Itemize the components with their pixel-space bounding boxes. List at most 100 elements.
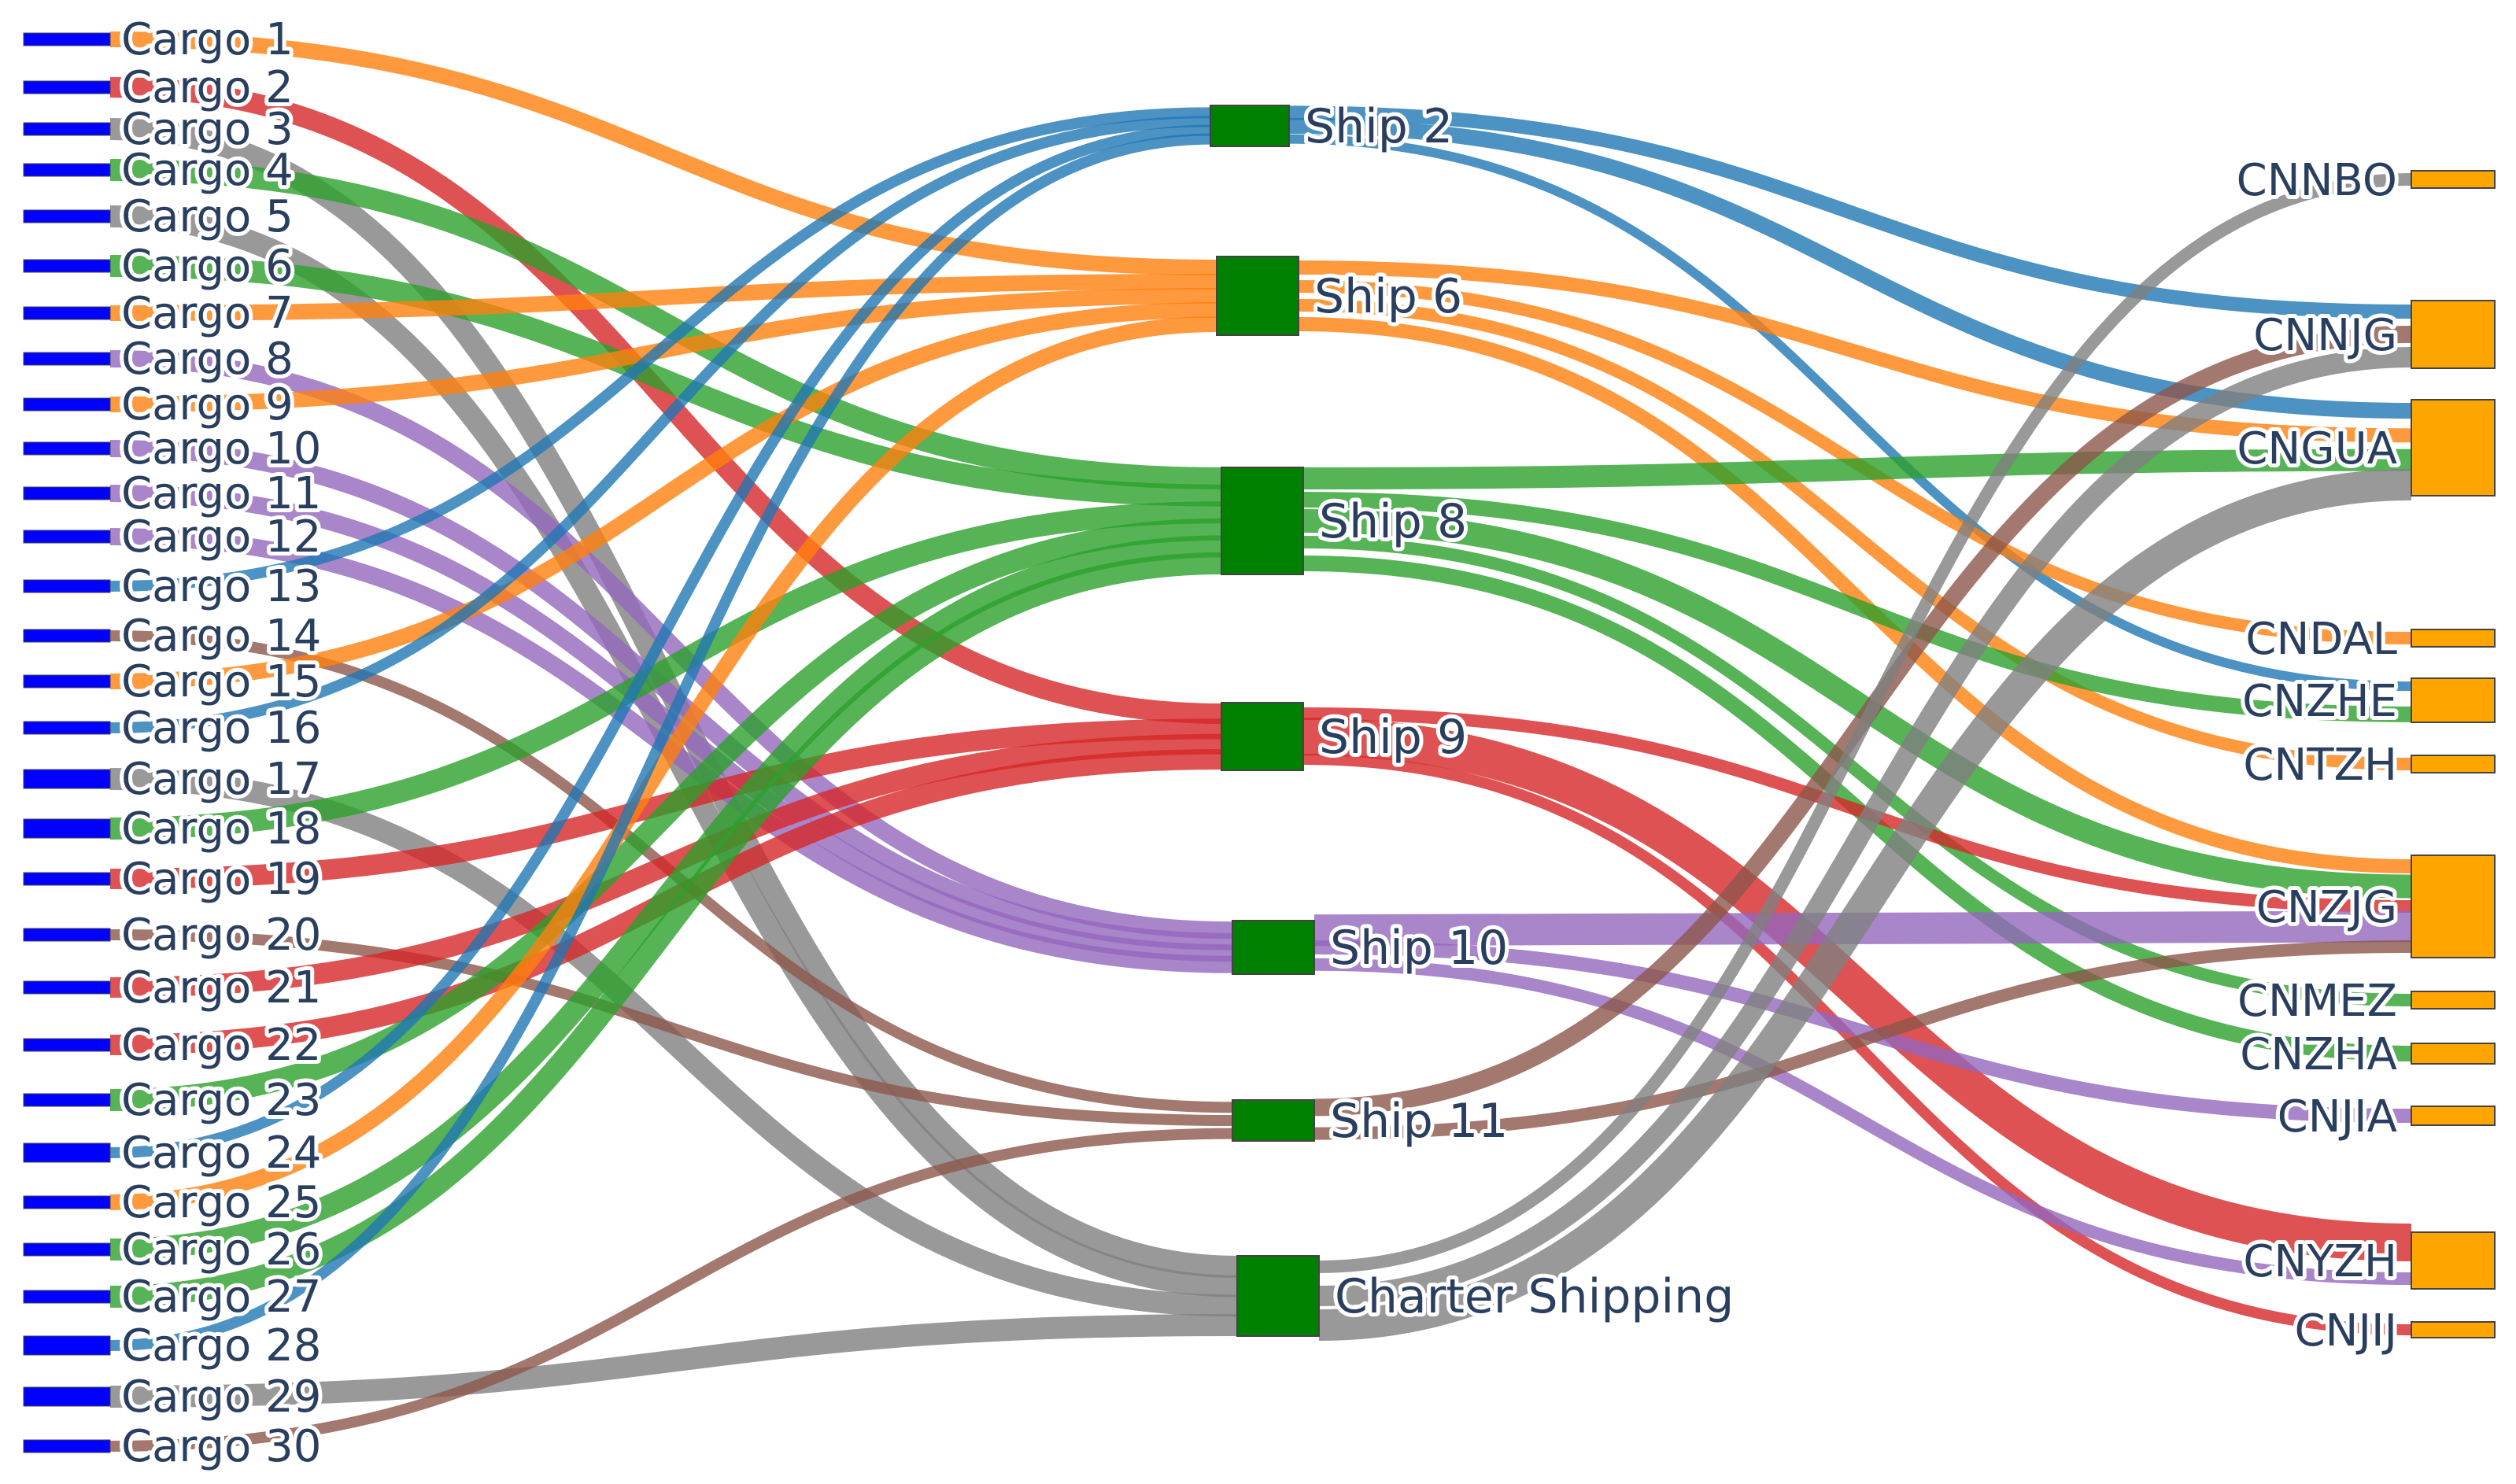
port-label-cnjij: CNJIJ: [2294, 1305, 2397, 1357]
cargo-label-16: Cargo 16: [121, 703, 321, 754]
port-node-cnjia[interactable]: [2411, 1106, 2496, 1126]
cargo-node-5[interactable]: [23, 209, 111, 223]
port-node-cnzha[interactable]: [2411, 1043, 2496, 1065]
link-cargo-25-to-ship-6: [109, 316, 1217, 1210]
link-ship-2-to-cnzhe: [1288, 134, 2412, 692]
port-label-cnnbo: CNNBO: [2237, 155, 2397, 206]
ship-label-ship-2: Ship 2: [1305, 99, 1453, 154]
link-cargo-30-to-ship-11: [109, 1128, 1233, 1452]
port-node-cngua[interactable]: [2411, 399, 2496, 497]
cargo-label-21: Cargo 21: [121, 962, 321, 1013]
port-node-cnjij[interactable]: [2411, 1321, 2496, 1338]
port-label-cnzjg: CNZJG: [2256, 882, 2397, 933]
cargo-node-11[interactable]: [23, 486, 111, 500]
cargo-node-20[interactable]: [23, 928, 111, 942]
link-cargo-26-to-ship-8: [109, 535, 1222, 1261]
link-cargo-2-to-ship-9: [109, 77, 1222, 724]
ship-node-ship-10[interactable]: [1232, 920, 1315, 975]
ship-node-ship-8[interactable]: [1221, 467, 1304, 575]
ship-node-charter-shipping[interactable]: [1236, 1255, 1320, 1337]
port-label-cnnjg: CNNJG: [2253, 310, 2397, 361]
link-cargo-1-to-ship-6: [109, 31, 1217, 275]
cargo-node-25[interactable]: [23, 1195, 111, 1209]
cargo-label-20: Cargo 20: [121, 910, 321, 961]
cargo-node-18[interactable]: [23, 818, 111, 839]
ship-node-ship-9[interactable]: [1221, 702, 1304, 771]
cargo-node-22[interactable]: [23, 1038, 111, 1052]
port-label-cngua: CNGUA: [2237, 423, 2397, 474]
cargo-node-7[interactable]: [23, 306, 111, 320]
ship-label-ship-6: Ship 6: [1314, 269, 1462, 324]
link-ship-11-to-cnzjg: [1313, 940, 2412, 1140]
cargo-node-17[interactable]: [23, 769, 111, 789]
cargo-node-6[interactable]: [23, 259, 111, 273]
flow-nodes: [23, 32, 2496, 1453]
link-ship-10-to-cnjia: [1313, 940, 2412, 1123]
cargo-label-25: Cargo 25: [121, 1177, 321, 1228]
cargo-node-4[interactable]: [23, 163, 111, 177]
ship-node-ship-2[interactable]: [1210, 105, 1290, 147]
cargo-node-27[interactable]: [23, 1290, 111, 1304]
cargo-node-3[interactable]: [23, 122, 111, 136]
port-label-cntzh: CNTZH: [2243, 740, 2397, 791]
port-label-cnmez: CNMEZ: [2237, 976, 2397, 1027]
port-node-cntzh[interactable]: [2411, 755, 2496, 773]
cargo-node-1[interactable]: [23, 32, 111, 46]
ship-label-ship-9: Ship 9: [1319, 710, 1467, 765]
link-cargo-21-to-ship-9: [109, 733, 1222, 998]
cargo-label-14: Cargo 14: [121, 611, 321, 662]
cargo-label-24: Cargo 24: [121, 1128, 321, 1179]
cargo-label-26: Cargo 26: [121, 1224, 321, 1275]
cargo-node-19[interactable]: [23, 872, 111, 886]
cargo-node-16[interactable]: [23, 721, 111, 735]
link-cargo-6-to-ship-8: [109, 255, 1222, 507]
link-charter-shipping-to-cnnbo: [1318, 173, 2412, 1273]
link-ship-6-to-cnzjg: [1298, 317, 2412, 873]
link-cargo-18-to-ship-8: [109, 501, 1222, 840]
cargo-node-23[interactable]: [23, 1093, 111, 1107]
port-label-cnzha: CNZHA: [2240, 1029, 2397, 1080]
cargo-node-21[interactable]: [23, 980, 111, 995]
cargo-node-9[interactable]: [23, 397, 111, 412]
port-label-cnyzh: CNYZH: [2243, 1236, 2397, 1287]
cargo-label-17: Cargo 17: [121, 754, 321, 805]
cargo-label-19: Cargo 19: [121, 854, 321, 905]
cargo-node-30[interactable]: [23, 1439, 111, 1453]
cargo-node-10[interactable]: [23, 441, 111, 456]
ship-label-ship-8: Ship 8: [1319, 494, 1467, 549]
port-node-cnnbo[interactable]: [2411, 170, 2496, 189]
cargo-node-26[interactable]: [23, 1242, 111, 1257]
port-node-cnzjg[interactable]: [2411, 855, 2496, 958]
port-node-cnzhe[interactable]: [2411, 677, 2496, 723]
cargo-node-15[interactable]: [23, 674, 111, 688]
cargo-label-28: Cargo 28: [121, 1320, 321, 1371]
link-ship-9-to-cnzjg: [1302, 707, 2412, 913]
port-node-cnnjg[interactable]: [2411, 300, 2496, 369]
port-node-cnmez[interactable]: [2411, 991, 2496, 1010]
ship-label-ship-10: Ship 10: [1330, 921, 1508, 976]
link-ship-6-to-cntzh: [1298, 299, 2412, 770]
port-node-cndal[interactable]: [2411, 629, 2496, 648]
link-cargo-4-to-ship-8: [109, 159, 1222, 489]
cargo-label-12: Cargo 12: [121, 511, 321, 563]
cargo-node-13[interactable]: [23, 579, 111, 593]
ship-node-ship-11[interactable]: [1232, 1099, 1315, 1142]
ship-node-ship-6[interactable]: [1216, 256, 1299, 336]
cargo-label-4: Cargo 4: [121, 145, 294, 196]
link-cargo-29-to-charter-shipping: [109, 1314, 1238, 1408]
port-label-cnzhe: CNZHE: [2242, 676, 2397, 727]
port-label-cnjia: CNJIA: [2278, 1091, 2397, 1143]
cargo-node-14[interactable]: [23, 629, 111, 643]
port-node-cnyzh[interactable]: [2411, 1231, 2496, 1290]
cargo-node-24[interactable]: [23, 1143, 111, 1163]
link-cargo-24-to-ship-2: [109, 124, 1211, 1158]
cargo-node-8[interactable]: [23, 352, 111, 366]
cargo-node-28[interactable]: [23, 1335, 111, 1356]
cargo-node-2[interactable]: [23, 80, 111, 94]
cargo-node-29[interactable]: [23, 1386, 111, 1407]
cargo-label-13: Cargo 13: [121, 561, 321, 612]
cargo-label-10: Cargo 10: [121, 423, 321, 474]
cargo-node-12[interactable]: [23, 530, 111, 544]
